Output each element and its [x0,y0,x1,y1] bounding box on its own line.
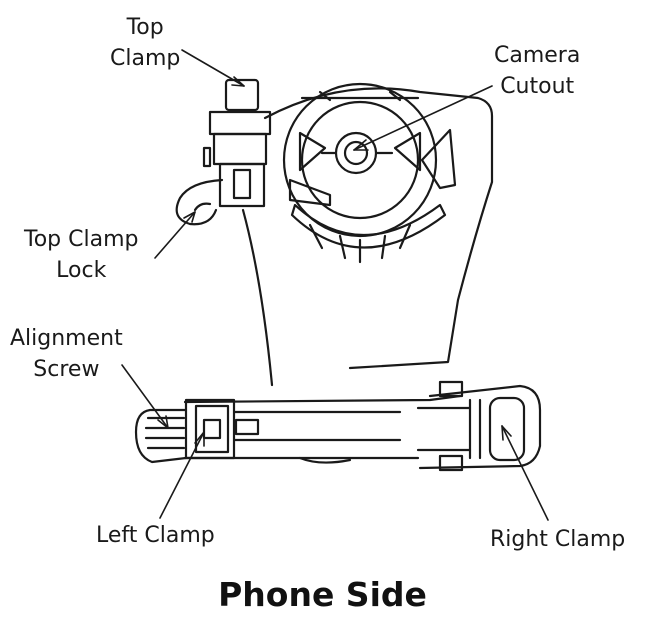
leader-left-clamp [159,431,205,519]
label-camera-cutout: Camera Cutout [494,43,581,99]
label-left-clamp: Left Clamp [96,523,215,548]
bottom-clamp-rail [183,394,462,464]
left-clamp [184,398,236,460]
leader-alignment-screw [121,364,169,429]
camera-mount [282,82,457,264]
label-alignment-screw: Alignment Screw [10,326,123,382]
camera-cutout [320,131,394,175]
leader-top-clamp-lock [154,211,196,259]
leader-top-clamp [181,49,245,87]
label-top-clamp: Top Clamp [110,15,181,71]
alignment-screw [134,408,188,464]
label-top-clamp-lock: Top Clamp Lock [24,227,139,283]
leader-lines [121,49,549,521]
leader-right-clamp [501,425,549,521]
diagram-title: Phone Side [218,575,427,614]
right-clamp [416,380,542,472]
adapter-body-outline [241,87,494,387]
top-clamp-lock [175,178,224,226]
label-right-clamp: Right Clamp [490,527,626,552]
top-clamp [202,78,272,208]
leader-camera-cutout [353,85,493,151]
